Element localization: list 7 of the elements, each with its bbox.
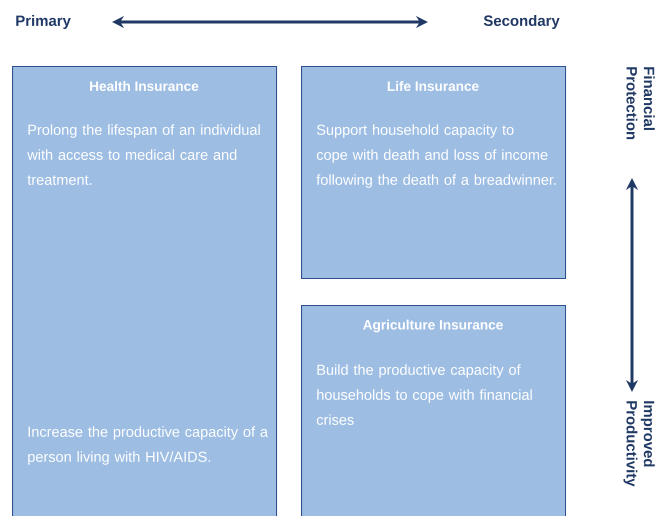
insurance-box: Agriculture Insurance Build the productive capacity of households to cope with financial crises bbox=[301, 305, 566, 516]
insurance-box: Health Insurance Prolong the lifespan of an individual with access to medical care and treatment. Increase the productive capacity of a person living with HIV/AIDS. bbox=[12, 66, 278, 516]
axis-label: Secondary bbox=[484, 15, 560, 29]
axis-label: Financial Protection bbox=[626, 67, 655, 140]
insurance-box: Life Insurance Support household capacity to cope with death and loss of income following the death of a breadwinner. bbox=[301, 66, 566, 280]
axis-label: Improved Productivity bbox=[623, 401, 655, 486]
axis-label: Primary bbox=[16, 15, 71, 29]
